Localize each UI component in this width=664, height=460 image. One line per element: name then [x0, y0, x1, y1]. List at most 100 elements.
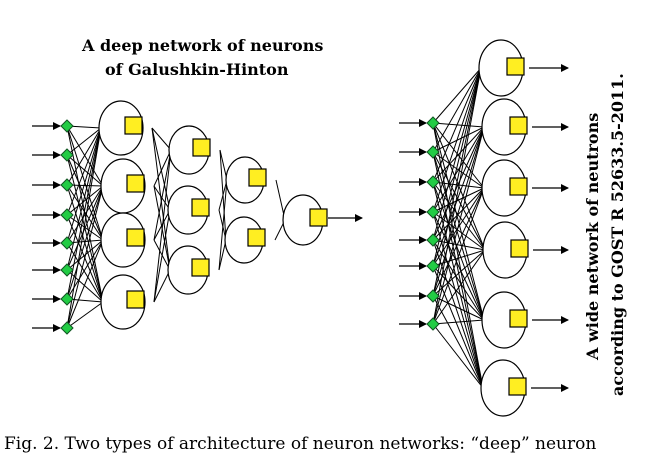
- connection: [432, 181, 484, 389]
- connection: [153, 149, 172, 303]
- neuron-output: [126, 174, 145, 193]
- connection: [432, 265, 484, 389]
- input-node: [426, 289, 440, 303]
- connection: [66, 127, 102, 216]
- neuron-output: [126, 290, 145, 309]
- connection: [432, 122, 485, 321]
- neuron-output: [509, 177, 528, 196]
- connection: [432, 319, 485, 325]
- neuron-output: [508, 377, 527, 396]
- connection: [66, 185, 104, 216]
- wide-network-title-line2: according to GOST R 52633.5-2011.: [608, 73, 627, 396]
- connection: [66, 185, 104, 244]
- connection: [432, 67, 482, 213]
- connection: [66, 185, 104, 300]
- connection: [151, 127, 172, 151]
- input-node: [426, 233, 440, 247]
- connection: [151, 127, 171, 211]
- input-node: [60, 208, 74, 222]
- connection: [153, 269, 171, 303]
- neuron-output: [510, 239, 529, 258]
- connection: [432, 151, 486, 251]
- connection: [432, 151, 484, 389]
- connection: [432, 181, 485, 189]
- neuron-output: [124, 116, 143, 135]
- deep-network-title-line1: A deep network of neurons: [82, 36, 324, 55]
- input-node: [426, 116, 440, 130]
- connection: [432, 151, 485, 321]
- connection: [66, 239, 104, 329]
- connection: [153, 149, 172, 241]
- input-node: [60, 263, 74, 277]
- input-node: [60, 292, 74, 306]
- neuron: [100, 212, 146, 268]
- connection: [432, 67, 482, 267]
- connection: [218, 179, 228, 211]
- connection: [432, 67, 482, 153]
- connection: [432, 122, 485, 128]
- connection: [153, 209, 171, 303]
- connection: [432, 67, 482, 183]
- connection: [432, 181, 486, 251]
- connection: [151, 127, 171, 271]
- connection: [66, 127, 102, 329]
- neuron-output: [509, 116, 528, 135]
- wide-network-nodes: [426, 39, 529, 417]
- input-node: [60, 148, 74, 162]
- connection: [153, 209, 171, 241]
- connection: [432, 126, 485, 297]
- neuron-output: [309, 208, 328, 227]
- input-node: [60, 178, 74, 192]
- connection: [432, 265, 485, 321]
- connection: [66, 185, 104, 329]
- input-node: [60, 321, 74, 335]
- connection: [432, 323, 484, 389]
- connection: [432, 67, 482, 297]
- connection: [66, 154, 104, 187]
- connection: [432, 126, 485, 267]
- neuron-output: [509, 309, 528, 328]
- connection: [66, 269, 104, 303]
- connection: [432, 67, 482, 124]
- input-node: [426, 175, 440, 189]
- connection: [66, 127, 102, 271]
- neuron-output: [191, 258, 210, 277]
- connection: [66, 127, 102, 186]
- connection: [432, 211, 486, 251]
- connection: [432, 126, 485, 325]
- neuron-output: [192, 138, 211, 157]
- connection: [432, 67, 482, 241]
- neuron-output: [247, 228, 266, 247]
- neuron-output: [506, 57, 525, 76]
- connection: [432, 126, 485, 183]
- deep-network-title-line2: of Galushkin-Hinton: [105, 60, 289, 79]
- connection: [66, 184, 104, 241]
- connection: [432, 126, 485, 241]
- connection: [66, 127, 102, 244]
- connection: [432, 126, 485, 213]
- connection: [432, 295, 484, 389]
- connection: [218, 179, 228, 271]
- wide-network-connections: [399, 64, 569, 392]
- connection: [66, 242, 104, 303]
- neuron-output: [248, 168, 267, 187]
- connection: [66, 125, 104, 187]
- neuron-output: [126, 228, 145, 247]
- connection: [432, 67, 482, 325]
- connection: [432, 249, 486, 297]
- connection: [153, 149, 172, 187]
- input-node: [60, 236, 74, 250]
- connection: [432, 126, 485, 153]
- connection: [66, 185, 104, 271]
- wide-network-title-line1: A wide network of neutrons: [583, 112, 602, 360]
- connection: [66, 301, 104, 329]
- neuron: [98, 100, 144, 156]
- input-node: [426, 317, 440, 331]
- connection: [432, 249, 486, 325]
- input-node: [426, 145, 440, 159]
- connection: [432, 249, 486, 267]
- connection: [432, 122, 485, 189]
- connection: [432, 239, 484, 389]
- neuron: [100, 274, 146, 330]
- connection: [432, 181, 485, 321]
